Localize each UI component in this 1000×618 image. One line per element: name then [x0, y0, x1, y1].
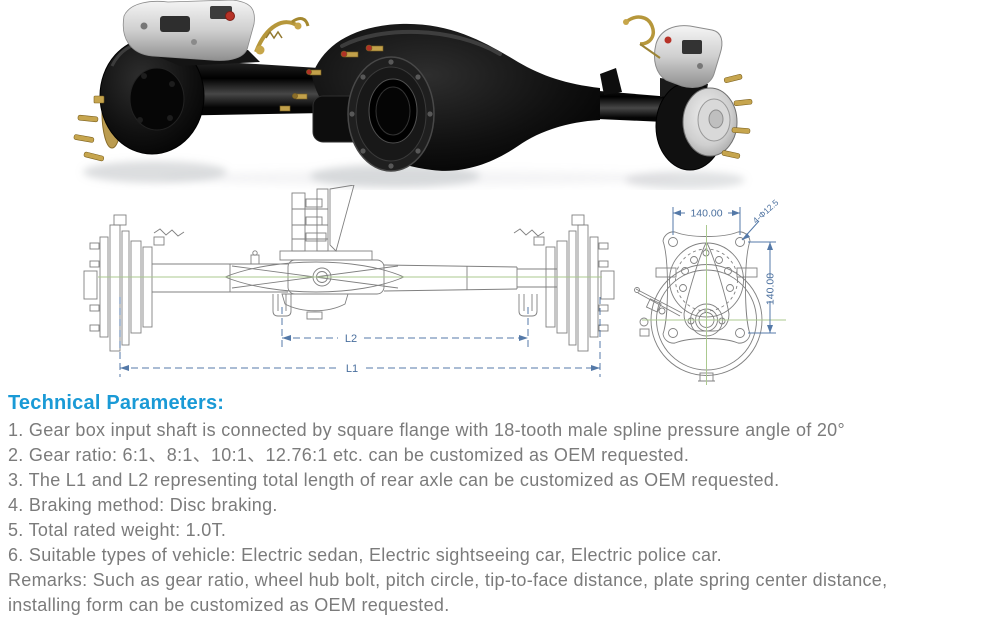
dimension-arrows — [120, 335, 600, 371]
wheel-studs-left — [73, 95, 105, 162]
right-brake-assembly — [623, 15, 753, 171]
remarks-line-1: Remarks: Such as gear ratio, wheel hub b… — [8, 570, 888, 590]
param-item-3: 3. The L1 and L2 representing total leng… — [8, 470, 780, 490]
input-flange — [347, 56, 435, 172]
axle-side-view-drawing: L2 L1 — [83, 185, 615, 377]
end-view-dimension-arrows — [673, 210, 773, 333]
param-item-2: 2. Gear ratio: 6:1、8:1、10:1、12.76:1 etc.… — [8, 445, 690, 465]
brass-fittings — [279, 44, 384, 112]
dim-height-label: 140.00 — [765, 273, 777, 305]
right-caliper — [653, 25, 723, 88]
dim-l1-label: L1 — [346, 363, 358, 375]
param-item-5: 5. Total rated weight: 1.0T. — [8, 520, 227, 540]
dim-width-label: 140.00 — [690, 208, 722, 220]
side-view-linework — [83, 185, 615, 352]
spring-stop-right — [600, 68, 622, 95]
end-view-linework — [634, 231, 763, 382]
param-item-1: 1. Gear box input shaft is connected by … — [8, 420, 845, 440]
end-view-centerlines — [642, 225, 786, 385]
brass-linkage — [254, 17, 310, 55]
param-item-4: 4. Braking method: Disc braking. — [8, 495, 278, 515]
gearbox-end-view-drawing: 140.00 140.00 4-Φ12.5 — [634, 197, 786, 385]
handbrake-lever — [623, 15, 661, 59]
left-brake-assembly — [73, 0, 310, 162]
param-item-6: 6. Suitable types of vehicle: Electric s… — [8, 545, 722, 565]
bolt-hole-callout-label: 4-Φ12.5 — [751, 197, 781, 225]
dim-l2-label: L2 — [345, 333, 357, 345]
technical-parameters-section: Technical Parameters: 1. Gear box input … — [8, 392, 994, 618]
housing-highlight — [340, 29, 502, 56]
axle-product-photo — [73, 0, 753, 189]
technical-parameters-heading: Technical Parameters: — [8, 392, 225, 414]
dimension-lines — [119, 297, 601, 377]
remarks-line-2: installing form can be customized as OEM… — [8, 595, 450, 615]
photo-reflection — [83, 161, 745, 189]
